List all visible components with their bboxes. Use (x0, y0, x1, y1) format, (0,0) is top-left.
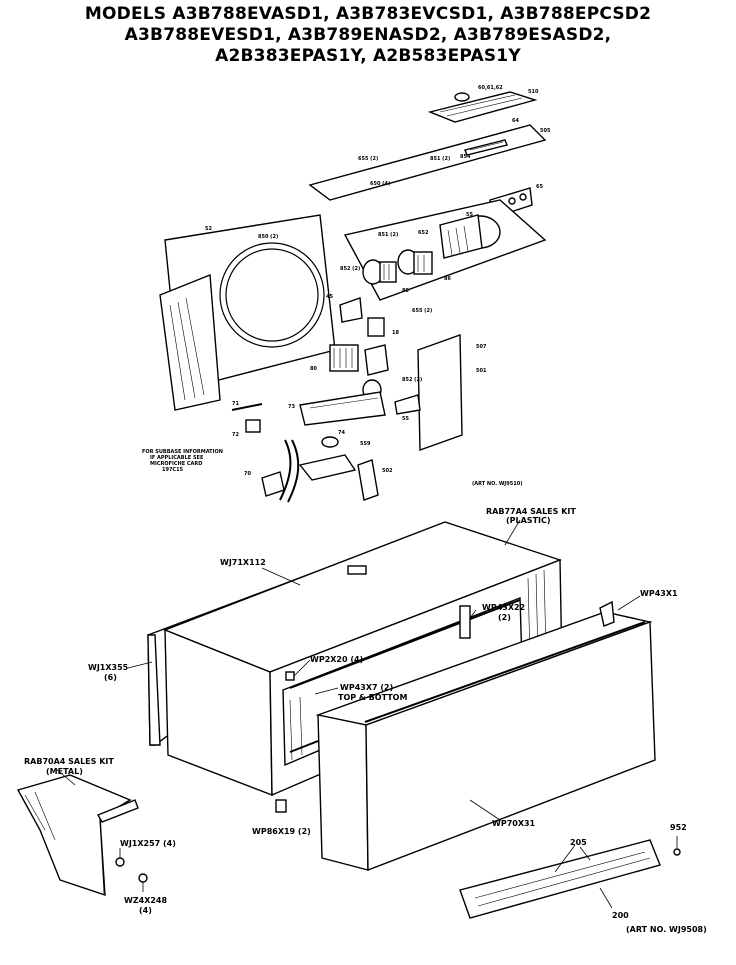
lower-part-labels: RAB77A4 SALES KIT (PLASTIC) WJ71X112 WP4… (24, 507, 707, 934)
label-952: 952 (670, 823, 687, 832)
label-wp43x1: WP43X1 (640, 589, 678, 598)
front-panel-assembly (315, 600, 656, 872)
art-no-top: (ART NO. WJ9510) (472, 481, 522, 487)
label-851: 851 (2) (430, 156, 450, 162)
label-wz4x248: WZ4X248 (124, 896, 167, 905)
part-18-thermostat (367, 317, 385, 337)
part-60-knob (454, 92, 470, 102)
front-panel-edge (317, 714, 369, 871)
label-650: 650 (4) (370, 181, 390, 187)
label-metal-kit-line-2: (METAL) (46, 767, 83, 776)
part-wp70x31-front (365, 621, 656, 872)
label-55: 55 (466, 212, 473, 218)
subbase-note-line-4: 197C15 (162, 467, 184, 473)
label-wp43x22-qty: (2) (498, 613, 511, 622)
label-60-61-62: 60,61,62 (478, 85, 503, 91)
label-wp43x22: WP43X22 (482, 603, 525, 612)
metal-kit-panel (16, 774, 132, 896)
models-title-line-3: A2B383EPAS1Y, A2B583EPAS1Y (215, 46, 521, 66)
part-952-screw (673, 848, 681, 856)
label-70: 70 (244, 471, 251, 477)
upper-part-labels: 510 60,61,62 64 505 655 (2) 650 (4) 851 … (142, 85, 551, 487)
subbase-note-line-3: MICROFICHE CARD (150, 461, 202, 467)
sleeve-handle (347, 565, 367, 575)
part-wj1x257-screw (115, 857, 125, 867)
label-plastic-kit-line-1: RAB77A4 SALES KIT (486, 507, 576, 516)
label-wj1x257: WJ1X257 (4) (120, 839, 176, 848)
label-metal-kit-line-1: RAB70A4 SALES KIT (24, 757, 114, 766)
part-wp86x19-clip (275, 799, 287, 813)
label-205: 205 (570, 838, 587, 847)
label-851b: 851 (2) (378, 232, 398, 238)
label-top-bottom: TOP & BOTTOM (338, 693, 407, 702)
label-854: 854 (460, 154, 471, 160)
label-wj1x355-qty: (6) (104, 673, 117, 682)
label-655b: 655 (2) (412, 308, 432, 314)
label-200: 200 (612, 911, 629, 920)
label-wz4x248-qty: (4) (139, 906, 152, 915)
label-64: 64 (512, 118, 519, 124)
art-no-bottom: (ART NO. WJ9508) (626, 925, 707, 934)
label-wp2x20: WP2X20 (4) (310, 655, 363, 664)
label-89: 89 (402, 288, 409, 294)
label-wp70x31: WP70X31 (492, 819, 536, 828)
label-501: 501 (476, 368, 487, 374)
part-wp43x1-trim (364, 621, 646, 723)
part-502-bracket (357, 459, 379, 501)
part-205-strip (459, 839, 661, 919)
label-65: 65 (536, 184, 543, 190)
label-74: 74 (338, 430, 345, 436)
label-852b: 852 (2) (402, 377, 422, 383)
part-71-base (299, 391, 386, 426)
label-86: 86 (444, 276, 451, 282)
label-55b: 55 (402, 416, 409, 422)
label-wj1x355: WJ1X355 (88, 663, 129, 672)
label-wj71x112: WJ71X112 (220, 558, 266, 567)
fan-shroud-ring (219, 242, 325, 348)
label-502: 502 (382, 468, 393, 474)
subbase-note-line-1: FOR SUBBASE INFORMATION (142, 449, 223, 455)
part-wp43x22-clip (459, 605, 471, 639)
label-510: 510 (528, 89, 539, 95)
label-73: 73 (288, 404, 295, 410)
metal-sales-kit (16, 774, 148, 896)
part-559-bracket (298, 454, 357, 481)
label-45: 45 (326, 294, 333, 300)
label-559: 559 (360, 441, 371, 447)
part-74-grommet (321, 436, 339, 448)
part-wp43x7-channel (289, 599, 521, 689)
lower-leader-lines (54, 519, 678, 909)
models-title-line-2: A3B788EVESD1, A3B789ENASD2, A3B789ESASD2… (124, 25, 612, 45)
label-plastic-kit-line-2: (PLASTIC) (506, 516, 551, 525)
part-52-side (159, 273, 221, 411)
label-72: 72 (232, 432, 239, 438)
part-501-panel (417, 334, 463, 451)
part-wp2x20-screw (285, 671, 295, 681)
label-655a: 655 (2) (358, 156, 378, 162)
part-wz4x248-screw (138, 873, 148, 883)
label-507: 507 (476, 344, 487, 350)
part-80-compressor (329, 344, 359, 372)
label-52: 52 (205, 226, 212, 232)
label-652: 652 (418, 230, 429, 236)
drain-strip-assembly (459, 839, 681, 919)
part-45-switch (339, 297, 363, 323)
label-18: 18 (392, 330, 399, 336)
label-80: 80 (310, 366, 317, 372)
label-850: 850 (2) (258, 234, 278, 240)
part-505-panel (308, 124, 547, 201)
label-71: 71 (232, 401, 239, 407)
label-852: 852 (2) (340, 266, 360, 272)
label-505: 505 (540, 128, 551, 134)
label-wp43x7: WP43X7 (2) (340, 683, 393, 692)
models-title-line-1: MODELS A3B788EVASD1, A3B783EVCSD1, A3B78… (84, 4, 652, 24)
upper-chassis-assembly (159, 91, 547, 503)
part-73-rod (231, 403, 263, 411)
subbase-note-line-2: IF APPLICABLE SEE (150, 455, 204, 461)
part-72-clip (245, 419, 261, 433)
label-wp86x19: WP86X19 (2) (252, 827, 311, 836)
part-510-plate (427, 91, 538, 123)
part-70-power-cord (279, 439, 300, 503)
